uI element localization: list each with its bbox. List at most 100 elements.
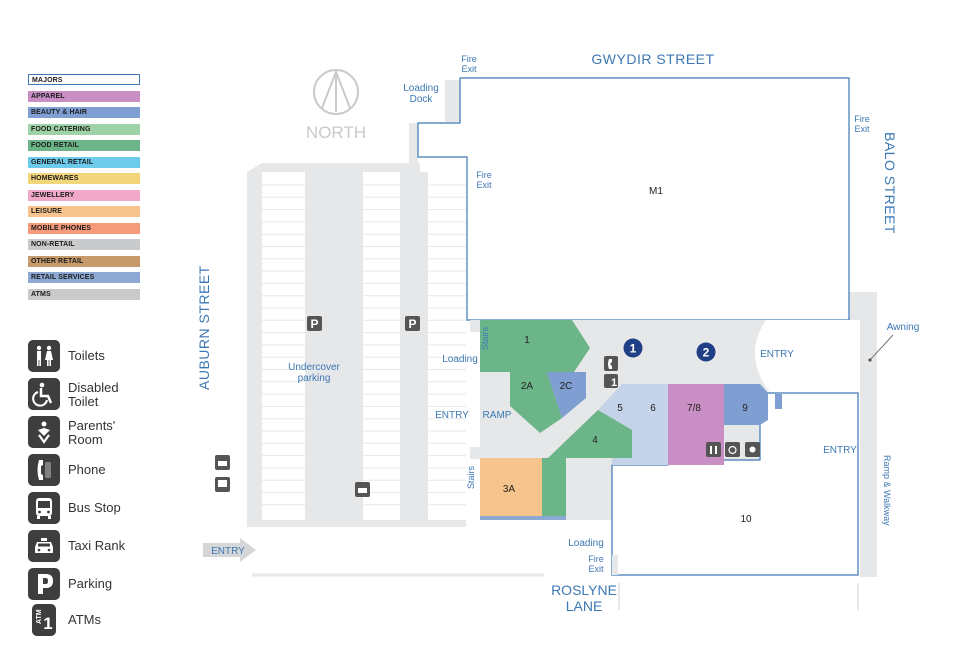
loading-west-label: Loading — [442, 354, 478, 365]
entry-east-label: ENTRY — [760, 349, 794, 360]
fire-exit-south-label-2: Exit — [588, 564, 604, 574]
loading-dock-label-2: Dock — [410, 94, 434, 105]
entry-south-east-label: ENTRY — [823, 445, 857, 456]
entry-west-label: ENTRY — [435, 410, 469, 421]
fire-exit-east-label-1: Fire — [854, 114, 870, 124]
legend-item-leisure: LEISURE — [28, 206, 140, 217]
loading-south-label: Loading — [568, 538, 604, 549]
shop-9[interactable] — [724, 384, 768, 425]
awning-pointer — [869, 334, 894, 361]
shop-9-kiosk — [775, 394, 782, 409]
toilets-map-figure-1 — [710, 446, 712, 454]
fire-exit-north-label-1: Fire — [461, 54, 477, 64]
legend-item-atms: ATMS — [28, 288, 140, 300]
atm-map-number: 1 — [611, 377, 617, 389]
shop-6-label: 6 — [650, 403, 656, 414]
legend-item-mobile-phones: MOBILE PHONES — [28, 222, 140, 234]
location-marker-2-label: 2 — [703, 346, 710, 360]
shop-9-label: 9 — [742, 403, 748, 414]
stairs-south-label: Stairs — [466, 465, 476, 489]
phone-map-icon — [604, 356, 618, 371]
atm-map-icon — [604, 374, 618, 388]
car-park: P P Undercover parking — [247, 163, 466, 527]
toilets-map-figure-2 — [715, 446, 717, 454]
ramp-walkway-label: Ramp & Walkway — [882, 455, 892, 526]
fire-exit-m1-label-1: Fire — [476, 170, 492, 180]
atms-label: ATMs — [68, 612, 101, 627]
legend-item-majors: MAJORS — [28, 74, 140, 85]
phone-icon — [28, 454, 60, 486]
taxi-icon — [28, 530, 60, 562]
parents-room-map-glyph — [749, 446, 756, 453]
parking-sign-west-letter: P — [310, 317, 318, 331]
shop-1[interactable] — [480, 320, 590, 372]
entry-forecourt — [754, 320, 858, 393]
shop-2c[interactable] — [547, 372, 586, 418]
phone-label: Phone — [68, 462, 106, 477]
fire-exit-m1-label-2: Exit — [476, 180, 492, 190]
toilets-icon — [28, 340, 60, 372]
disabled-toilet-icon — [28, 378, 60, 410]
legend-item-retail-services: RETAIL SERVICES — [28, 272, 140, 283]
shop-m1-label: M1 — [649, 186, 663, 197]
disabled-toilet-text: Disabled Toilet — [68, 380, 119, 409]
shop-2a-label: 2A — [521, 381, 534, 392]
parking-sign-east-icon — [405, 316, 420, 331]
parents-room-label: Parents' Room — [68, 419, 126, 447]
legend-item-homewares: HOMEWARES — [28, 173, 140, 184]
parking-sign-west-icon — [307, 316, 322, 331]
awning — [848, 292, 860, 320]
shop-3a[interactable] — [480, 458, 542, 516]
ramp-corridor — [480, 420, 510, 458]
location-marker-2[interactable] — [696, 342, 716, 362]
legend-item-food-retail: FOOD RETAIL — [28, 140, 140, 151]
disabled-toilet-map-icon — [725, 442, 740, 457]
shop-4-label: 4 — [592, 435, 598, 446]
toilets-map-icon — [706, 442, 721, 457]
loading-dock-label-1: Loading — [403, 83, 439, 94]
location-marker-1[interactable] — [623, 338, 643, 358]
legend-item-beauty-hair: BEAUTY & HAIR — [28, 107, 140, 118]
svg-text:ATM: ATM — [36, 609, 43, 624]
shop-m1[interactable] — [417, 77, 850, 321]
legend-item-general-retail: GENERAL RETAIL — [28, 156, 140, 168]
legend-item-non-retail: NON-RETAIL — [28, 239, 140, 250]
disabled-toilet-map-wheel — [728, 445, 737, 455]
compass-label: NORTH — [306, 123, 366, 142]
shop-2c-label: 2C — [560, 381, 573, 392]
fire-exit-south-label-1: Fire — [588, 554, 604, 564]
shop-1-label: 1 — [524, 335, 530, 346]
taxi-map-car — [218, 461, 227, 466]
undercover-label-1: Undercover — [288, 362, 340, 373]
shop-2a[interactable] — [510, 372, 562, 433]
bus-map-body — [218, 480, 227, 487]
fire-exit-north-label-2: Exit — [461, 64, 477, 74]
shop-10-label: 10 — [740, 514, 752, 525]
stairs-north-label: Stairs — [480, 326, 490, 350]
legend-item-other-retail: OTHER RETAIL — [28, 255, 140, 267]
parking-label: Parking — [68, 576, 113, 591]
ramp-walkway — [860, 292, 877, 577]
shop-3-strip — [480, 516, 566, 520]
car-park-aisle — [305, 172, 363, 520]
north-compass: NORTH — [306, 69, 366, 142]
taxi-rank-label: Taxi Rank — [68, 538, 126, 553]
svg-text:1: 1 — [43, 614, 52, 633]
shop-3b[interactable] — [542, 458, 566, 516]
shop-4[interactable] — [548, 410, 632, 458]
entry-arrow-label: ENTRY — [211, 546, 245, 557]
disabled-toilet-label: Disabled Toilet — [68, 381, 126, 409]
awning-pointer-dot — [868, 358, 872, 362]
bus-stop-label: Bus Stop — [68, 500, 121, 515]
undercover-label-2: parking — [298, 373, 331, 384]
entry-arrow-icon — [203, 538, 256, 562]
fire-exit-east-label-2: Exit — [854, 124, 870, 134]
gwydir-street-label: GWYDIR STREET — [591, 51, 714, 67]
shop-5[interactable] — [598, 384, 668, 465]
roslyne-lane-label-1: ROSLYNE — [551, 582, 617, 598]
auburn-street-label: AUBURN STREET — [196, 265, 212, 390]
parking-icon — [28, 568, 60, 600]
parking-sign-east-letter: P — [408, 317, 416, 331]
